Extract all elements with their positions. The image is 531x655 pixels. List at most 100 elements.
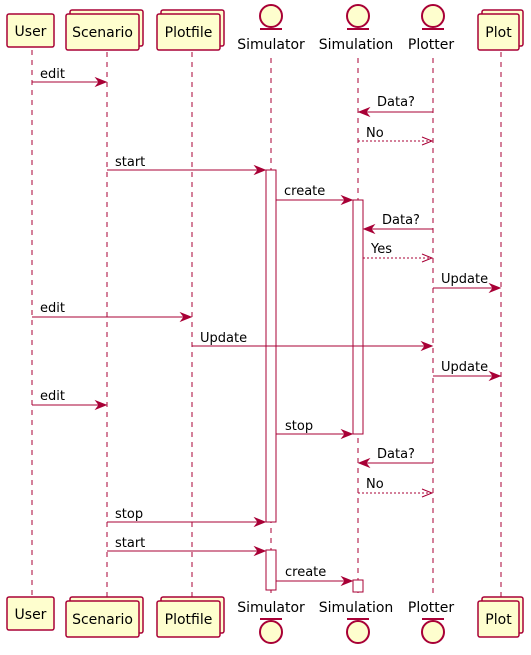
arrowhead: [421, 253, 434, 263]
participant-simulator-bottom[interactable]: Simulator: [237, 600, 305, 644]
arrowhead: [488, 370, 502, 382]
participant-label: Scenario: [72, 612, 133, 628]
entity-icon: [259, 4, 283, 28]
participant-box: [65, 13, 140, 51]
participant-label: Plotter: [408, 600, 454, 616]
participant-label: Simulation: [319, 37, 394, 53]
activation-simulation-2: [352, 579, 364, 593]
participant-user-top[interactable]: User: [6, 13, 55, 48]
message-16: stop: [107, 507, 267, 528]
participant-box: [477, 600, 520, 638]
message-label: Data?: [382, 213, 420, 228]
participant-label: Simulator: [237, 37, 305, 53]
message-15: No: [358, 477, 434, 498]
message-label: No: [366, 126, 384, 141]
participant-box: [6, 13, 55, 48]
message-label: Data?: [377, 447, 415, 462]
message-8: Update: [433, 272, 502, 294]
entity-icon: [259, 620, 283, 644]
entity-icon: [421, 620, 445, 644]
message-label: edit: [40, 67, 65, 82]
arrowhead: [362, 223, 376, 235]
activations: [265, 169, 364, 593]
message-17: start: [107, 536, 267, 557]
message-10: Update: [192, 331, 434, 352]
message-11: Update: [433, 360, 502, 382]
message-label: Data?: [377, 95, 415, 110]
participant-simulation-top[interactable]: Simulation: [319, 4, 394, 53]
message-5: create: [276, 184, 354, 206]
lifelines: [31, 50, 502, 598]
message-6: Data?: [362, 213, 433, 235]
participant-simulator-top[interactable]: Simulator: [237, 4, 305, 53]
arrowhead: [340, 194, 354, 206]
message-label: edit: [40, 389, 65, 404]
participant-plot-bottom[interactable]: Plot: [477, 596, 524, 638]
arrowhead: [357, 457, 371, 469]
message-14: Data?: [357, 447, 433, 469]
participant-plotfile-top[interactable]: Plotfile: [156, 9, 225, 51]
participant-heads-top: User Scenario Plotfile Simulator Simulat…: [6, 4, 524, 53]
message-18: create: [276, 565, 354, 587]
arrowhead: [421, 488, 434, 498]
arrowhead: [179, 311, 193, 323]
message-label: Update: [441, 360, 488, 375]
message-label: start: [115, 155, 145, 170]
arrowhead: [340, 428, 354, 440]
message-label: Update: [200, 331, 247, 346]
message-label: stop: [285, 419, 313, 434]
entity-icon: [421, 4, 445, 28]
participant-label: Simulation: [319, 600, 394, 616]
messages: edit Data? No start create Data?: [32, 67, 502, 587]
participant-scenario-top[interactable]: Scenario: [65, 9, 144, 51]
participant-label: User: [15, 24, 47, 40]
arrowhead: [340, 575, 354, 587]
participant-label: Plot: [485, 25, 512, 41]
message-label: edit: [40, 301, 65, 316]
participant-plot-top[interactable]: Plot: [477, 9, 524, 51]
participant-box: [6, 596, 55, 631]
message-4: start: [107, 155, 267, 176]
participant-box: [477, 13, 520, 51]
message-9: edit: [32, 301, 193, 323]
entity-icon: [346, 4, 370, 28]
arrowhead: [253, 164, 267, 176]
participant-box: [65, 600, 140, 638]
message-label: create: [284, 184, 325, 199]
message-2: Data?: [357, 95, 433, 118]
participant-label: Plotfile: [165, 612, 213, 628]
participant-plotfile-bottom[interactable]: Plotfile: [156, 596, 225, 638]
entity-icon: [346, 620, 370, 644]
message-1: edit: [32, 67, 108, 88]
message-13: stop: [276, 419, 354, 440]
activation-simulation-1: [352, 199, 364, 435]
participant-label: User: [15, 607, 47, 623]
arrowhead: [488, 282, 502, 294]
participant-box: [156, 600, 221, 638]
message-label: start: [115, 536, 145, 551]
arrowhead: [357, 106, 371, 118]
activation-simulator-2: [265, 549, 277, 591]
message-3: No: [358, 126, 434, 146]
participant-label: Simulator: [237, 600, 305, 616]
participant-scenario-bottom[interactable]: Scenario: [65, 596, 144, 638]
message-label: No: [366, 477, 384, 492]
arrowhead: [253, 516, 267, 528]
message-label: Yes: [370, 242, 392, 257]
message-7: Yes: [363, 242, 434, 263]
participant-box: [156, 13, 221, 51]
participant-user-bottom[interactable]: User: [6, 596, 55, 631]
message-label: Update: [441, 272, 488, 287]
participant-label: Scenario: [72, 25, 133, 41]
participant-plotter-top[interactable]: Plotter: [408, 4, 454, 53]
participant-label: Plotter: [408, 37, 454, 53]
participant-label: Plot: [485, 612, 512, 628]
participant-simulation-bottom[interactable]: Simulation: [319, 600, 394, 644]
message-label: create: [285, 565, 326, 580]
arrowhead: [94, 399, 108, 411]
arrowhead: [420, 340, 434, 352]
message-12: edit: [32, 389, 108, 411]
arrowhead: [94, 76, 108, 88]
participant-plotter-bottom[interactable]: Plotter: [408, 600, 454, 644]
